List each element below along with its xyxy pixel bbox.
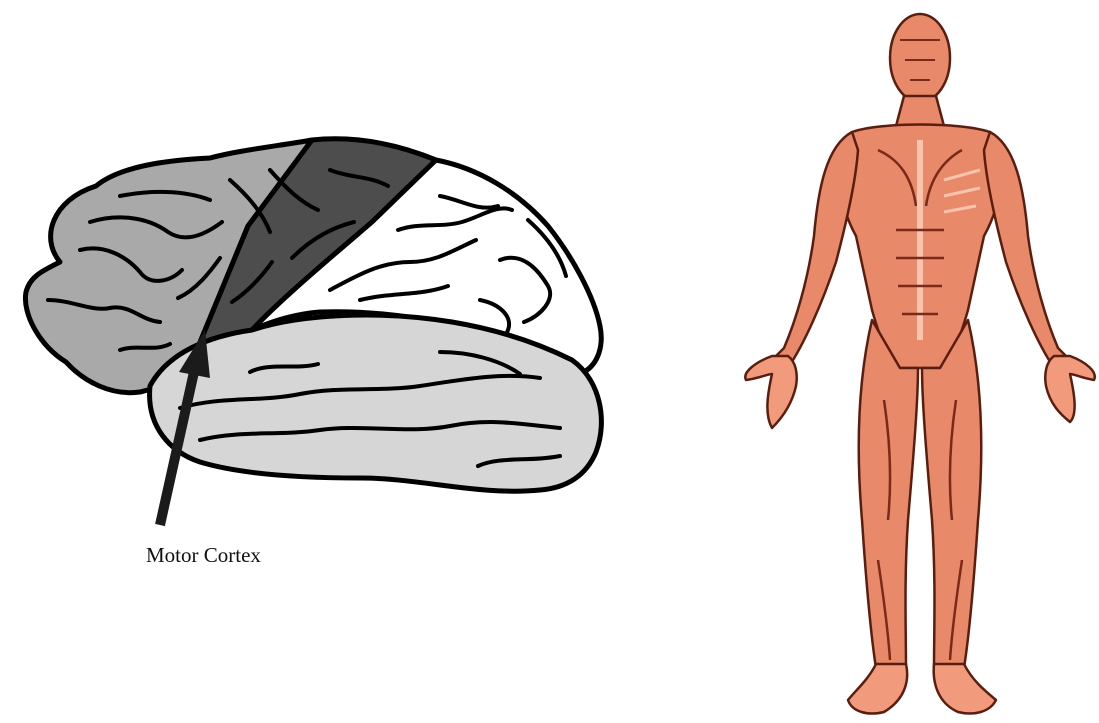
motor-cortex-label: Motor Cortex	[146, 543, 261, 568]
muscular-body-illustration	[745, 14, 1094, 714]
body-left-arm	[772, 132, 858, 368]
body-right-arm	[984, 132, 1070, 368]
body-right-leg	[922, 320, 981, 668]
temporal-lobe	[150, 315, 602, 491]
body-head	[890, 14, 950, 102]
body-right-foot	[934, 664, 996, 714]
body-left-hand	[745, 356, 796, 428]
body-right-hand	[1045, 356, 1094, 422]
brain-illustration	[25, 139, 601, 491]
body-left-leg	[859, 320, 918, 668]
body-left-foot	[848, 664, 907, 714]
